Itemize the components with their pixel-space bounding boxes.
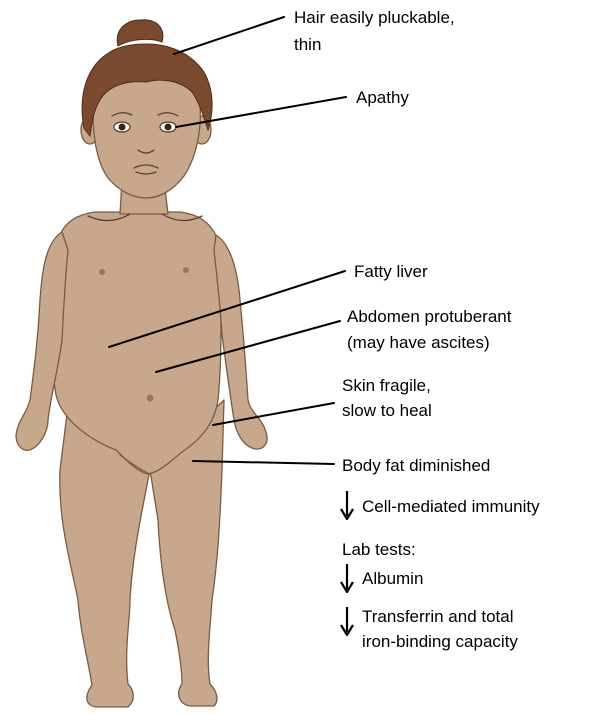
leader-skin (213, 403, 334, 425)
label-abdomen-line1: Abdomen protuberant (347, 306, 511, 327)
down-arrow-icon (340, 490, 354, 520)
label-transferrin-line1: Transferrin and total (362, 606, 514, 627)
label-hair-line1: Hair easily pluckable, (294, 7, 455, 28)
label-skin-line1: Skin fragile, (342, 375, 431, 396)
label-body-fat: Body fat diminished (342, 455, 490, 476)
label-lab-tests: Lab tests: (342, 539, 416, 560)
down-arrow-icon (340, 606, 354, 636)
label-fatty-liver: Fatty liver (354, 261, 428, 282)
label-apathy: Apathy (356, 87, 409, 108)
down-arrow-icon (340, 563, 354, 593)
child-body (16, 48, 267, 707)
label-transferrin-line2: iron-binding capacity (362, 631, 518, 652)
label-cell-immunity: Cell-mediated immunity (362, 496, 540, 517)
label-abdomen-line2: (may have ascites) (347, 332, 490, 353)
label-skin-line2: slow to heal (342, 400, 432, 421)
label-hair-line2: thin (294, 34, 321, 55)
leader-hair (174, 17, 284, 54)
label-albumin: Albumin (362, 568, 423, 589)
